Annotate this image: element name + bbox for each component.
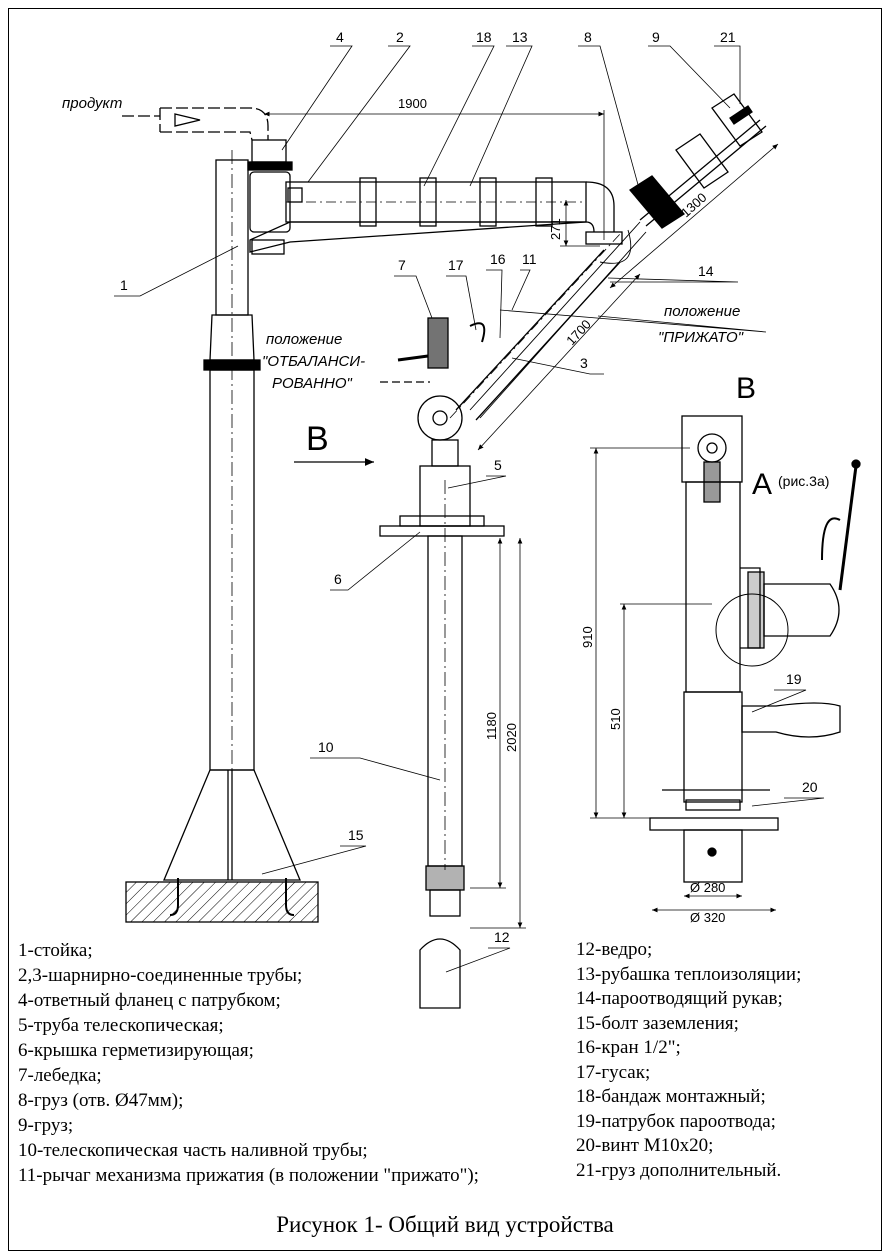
- balanced-note-1: положение: [266, 331, 342, 348]
- callout-12: 12: [494, 929, 510, 945]
- dim-1300: 1300: [678, 190, 710, 220]
- legend-item: 19-патрубок пароотвода;: [576, 1110, 776, 1132]
- legend-item: 2,3-шарнирно-соединенные трубы;: [18, 965, 303, 986]
- telescopic-column: [379, 395, 505, 917]
- legend-right: 12-ведро; 13-рубашка теплоизоляции; 14-п…: [576, 938, 801, 1183]
- legend-item: 17-гусак;: [576, 1061, 651, 1083]
- legend-item: 4-ответный фланец с патрубком;: [18, 990, 281, 1011]
- bucket: [419, 938, 461, 1009]
- dim-510: 510: [608, 708, 623, 730]
- dim-2020: 2020: [504, 723, 519, 752]
- legend-item: 1-стойка;: [18, 940, 93, 961]
- legend-item: 6-крышка герметизирующая;: [18, 1040, 254, 1061]
- callout-4: 4: [336, 29, 344, 45]
- figure-caption: Рисунок 1- Общий вид устройства: [276, 1212, 614, 1237]
- legend-left: 1-стойка; 2,3-шарнирно-соединенные трубы…: [18, 938, 479, 1188]
- dim-280: Ø 280: [690, 880, 725, 895]
- legend-item: 5-труба телескопическая;: [18, 1015, 224, 1036]
- legend-item: 14-пароотводящий рукав;: [576, 988, 783, 1009]
- callout-2: 2: [396, 29, 404, 45]
- legend-item: 15-болт заземления;: [576, 1012, 739, 1034]
- legend-item: 20-винт М10х20;: [576, 1135, 714, 1156]
- dimension-lines: [264, 110, 779, 929]
- callout-20: 20: [802, 779, 818, 795]
- legend-item: 8-груз (отв. Ø47мм);: [18, 1090, 184, 1111]
- winch: [397, 317, 486, 369]
- callout-8: 8: [584, 29, 592, 45]
- dim-910: 910: [580, 626, 595, 648]
- callout-16: 16: [490, 251, 506, 267]
- detail-a-label: А: [752, 468, 772, 501]
- dim-1180: 1180: [484, 712, 499, 740]
- legend-item: 11-рычаг механизма прижатия (в положении…: [18, 1165, 479, 1186]
- callout-14: 14: [698, 263, 714, 279]
- legend-item: 16-кран 1/2";: [576, 1037, 681, 1058]
- legend-item: 21-груз дополнительный.: [576, 1159, 782, 1181]
- callout-7: 7: [398, 257, 406, 273]
- callout-6: 6: [334, 571, 342, 587]
- dim-320: Ø 320: [690, 910, 725, 925]
- callout-1: 1: [120, 277, 128, 293]
- pressed-note-1: положение: [664, 303, 740, 320]
- product-inlet: [122, 107, 293, 171]
- callout-15: 15: [348, 827, 364, 843]
- stand-column: [163, 150, 301, 881]
- dim-1900: 1900: [398, 96, 427, 111]
- view-b-drawing: [649, 415, 861, 883]
- callout-9: 9: [652, 29, 660, 45]
- callout-19: 19: [786, 671, 802, 687]
- callout-5: 5: [494, 457, 502, 473]
- callout-18: 18: [476, 29, 492, 45]
- product-label: продукт: [62, 95, 122, 112]
- dim-1700: 1700: [563, 317, 594, 348]
- callout-13: 13: [512, 29, 528, 45]
- horizontal-arm: [249, 171, 623, 255]
- legend-item: 7-лебедка;: [18, 1065, 102, 1086]
- detail-a-ref: (рис.3а): [778, 473, 829, 489]
- balanced-note-2: "ОТБАЛАНСИ-: [262, 353, 365, 370]
- callout-17: 17: [448, 257, 464, 273]
- callout-21: 21: [720, 29, 736, 45]
- leader-lines: [114, 45, 825, 973]
- view-b-title: В: [736, 372, 756, 405]
- pressed-note-2: "ПРИЖАТО": [658, 329, 744, 346]
- callout-3: 3: [580, 355, 588, 371]
- legend-item: 9-груз;: [18, 1115, 74, 1136]
- drawing-frame: [8, 8, 882, 1251]
- inclined-arm: [449, 221, 647, 421]
- dim-271: 271: [548, 218, 563, 240]
- legend-item: 18-бандаж монтажный;: [576, 1086, 766, 1107]
- legend-item: 13-рубашка теплоизоляции;: [576, 963, 802, 985]
- foundation-block: [125, 878, 319, 923]
- callout-11: 11: [522, 251, 537, 267]
- legend-item: 10-телескопическая часть наливной трубы;: [18, 1140, 368, 1161]
- legend-item: 12-ведро;: [576, 939, 653, 960]
- balanced-note-3: РОВАННО": [272, 375, 353, 392]
- callout-10: 10: [318, 739, 334, 755]
- view-b-arrow-label: В: [306, 420, 329, 458]
